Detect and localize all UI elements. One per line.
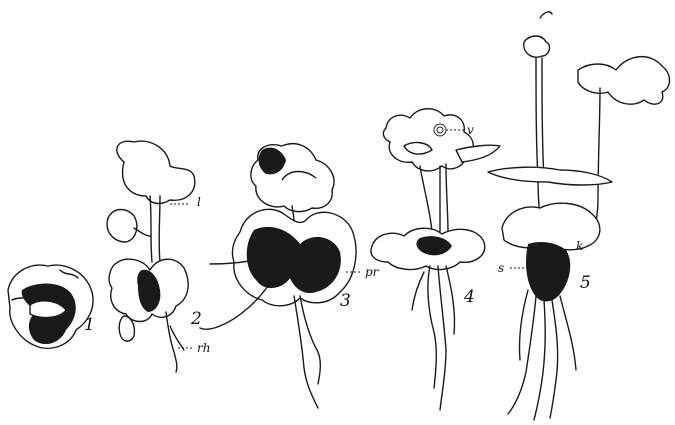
stage-3-label-pr: pr bbox=[365, 265, 380, 279]
stage-4-plantlet bbox=[371, 109, 500, 410]
stage-4-label-v: v bbox=[467, 123, 474, 137]
stage-2-label-rh: rh bbox=[197, 341, 210, 355]
stage-5-label-s: s bbox=[498, 261, 504, 275]
stage-2-label-l: l bbox=[197, 195, 201, 209]
stage-1-thallus bbox=[8, 265, 93, 348]
stage-4-number: 4 bbox=[463, 287, 475, 307]
stage-5-number: 5 bbox=[580, 273, 591, 293]
stage-3-plantlet bbox=[200, 144, 362, 408]
stage-1-number: 1 bbox=[84, 315, 95, 335]
stage-3-number: 3 bbox=[340, 291, 351, 311]
stage-5-plant bbox=[488, 12, 670, 420]
stage-5-label-k: k bbox=[576, 239, 583, 253]
stage-2-plantlet bbox=[107, 141, 195, 372]
stage-2-number: 2 bbox=[190, 309, 202, 329]
